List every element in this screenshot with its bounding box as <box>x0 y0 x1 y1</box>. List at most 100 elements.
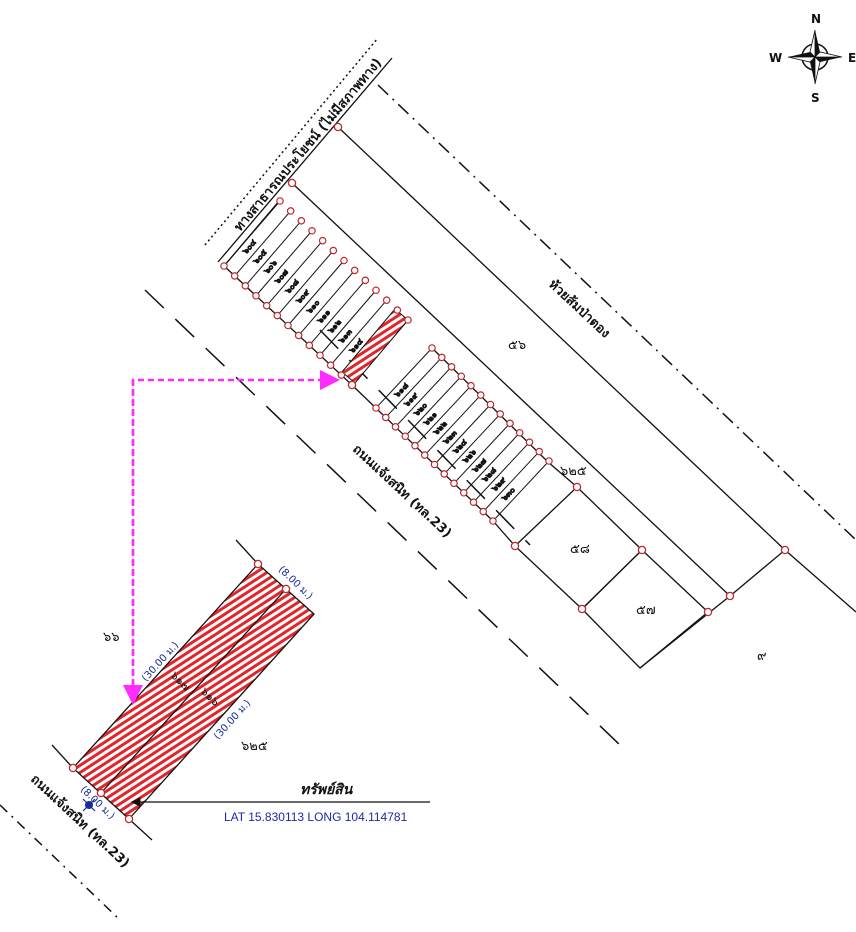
lower-divider <box>414 385 472 447</box>
boundary-marker <box>381 413 390 422</box>
upper-divider <box>330 299 388 366</box>
boundary-marker <box>437 353 446 362</box>
boundary-marker <box>294 331 303 340</box>
boundary-marker <box>318 236 327 245</box>
boundary-marker <box>253 559 263 569</box>
boundary-marker <box>281 584 291 594</box>
lower-divider <box>395 366 452 428</box>
lower-divider <box>385 357 443 418</box>
boundary-marker <box>393 306 402 314</box>
boundary-marker <box>476 391 485 399</box>
boundary-marker <box>420 451 429 459</box>
boundary-marker <box>252 291 260 300</box>
location-pin-icon[interactable] <box>82 798 96 812</box>
boundary-marker <box>430 460 439 469</box>
plots-upper-row: ๖๐๔๖๐๕๖๐๖๖๐๗๖๐๘๖๐๙๖๑๐๖๑๑๖๑๒๖๑๓๖๑๔๖๑๕ <box>223 200 409 386</box>
upper-plot-label: ๖๐๖ <box>262 258 279 275</box>
upper-divider <box>234 210 292 277</box>
legend-coordinates: LAT 15.830113 LONG 104.114781 <box>224 810 408 824</box>
boundary-marker <box>68 763 78 773</box>
upper-divider <box>223 200 281 267</box>
parcel-56-label: ๕๖ <box>508 338 526 353</box>
parcel-9-label: ๙ <box>757 649 767 664</box>
upper-divider <box>266 240 324 306</box>
boundary-marker <box>347 380 357 390</box>
boundary-marker <box>506 419 514 428</box>
upper-divider <box>308 280 366 346</box>
boundary-marker <box>479 507 488 516</box>
boundary-marker <box>510 541 520 551</box>
compass-w: W <box>769 51 782 65</box>
legend-title: ทรัพย์สิน <box>300 781 354 798</box>
boundary-marker <box>450 479 458 488</box>
lower-divider <box>492 460 550 522</box>
lower-divider <box>453 422 511 484</box>
boundary-marker <box>411 441 419 450</box>
location-pointer <box>123 370 340 705</box>
boundary-marker <box>316 351 324 360</box>
boundary-marker <box>350 266 359 275</box>
boundary-marker <box>230 272 239 280</box>
boundary-marker <box>124 814 134 824</box>
boundary-marker <box>703 607 713 617</box>
compass-n: N <box>811 12 821 26</box>
boundary-marker <box>305 341 314 350</box>
upper-plot-label: ๖๐๕ <box>251 248 268 266</box>
boundary-marker <box>308 226 316 235</box>
boundary-marker <box>337 371 346 379</box>
boundary-marker <box>572 482 582 492</box>
boundary-marker <box>284 321 292 330</box>
boundary-marker <box>220 262 228 270</box>
boundary-marker <box>329 246 338 255</box>
parcel-625-bottom-label: ๖๒๕ <box>241 739 268 754</box>
parcel-66-label: ๖๖ <box>103 630 120 645</box>
boundary-marker <box>401 432 410 441</box>
subject-property[interactable] <box>51 539 315 841</box>
lower-plot-label: ๖๓๐ <box>500 485 517 503</box>
boundary-marker <box>545 457 553 465</box>
upper-plot-label: ๖๐๙ <box>294 287 311 305</box>
upper-plot-label: ๖๐๔ <box>241 238 258 256</box>
public-lane-label: ทางสาธารณประโยชน์ (ไม่มีสภาพทาง) <box>230 54 385 234</box>
boundary-marker <box>404 316 412 324</box>
boundary-marker <box>440 470 449 478</box>
boundary-marker <box>361 276 370 285</box>
lower-divider <box>404 375 462 437</box>
boundary-marker <box>333 122 343 132</box>
lower-divider <box>443 413 501 475</box>
upper-divider <box>298 270 356 336</box>
upper-divider <box>255 230 313 297</box>
boundary-marker <box>780 545 790 555</box>
compass-s: S <box>811 91 820 105</box>
compass-rose-icon: N S E W <box>769 12 856 105</box>
lower-divider <box>424 394 482 456</box>
lower-divider <box>482 451 540 512</box>
boundary-marker <box>525 438 534 446</box>
boundary-marker <box>535 447 544 456</box>
upper-divider <box>244 220 302 287</box>
compass-e: E <box>848 51 856 65</box>
parcel-58-label: ๕๘ <box>570 542 590 557</box>
boundary-marker <box>287 178 297 188</box>
upper-divider <box>287 260 345 326</box>
boundary-marker <box>276 197 284 205</box>
boundary-marker <box>241 282 250 290</box>
lower-divider <box>434 404 491 465</box>
boundary-marker <box>457 372 466 381</box>
boundary-marker <box>391 423 400 431</box>
upper-plot-label: ๖๐๗ <box>273 268 290 286</box>
boundary-marker <box>486 400 495 409</box>
lower-divider <box>473 441 530 503</box>
boundary-marker <box>286 207 295 215</box>
boundary-marker <box>637 545 647 555</box>
boundary-marker <box>489 517 497 525</box>
upper-plot-label: ๖๑๓ <box>337 327 354 345</box>
boundary-marker <box>447 363 456 371</box>
boundary-marker <box>469 498 478 506</box>
boundary-marker <box>262 301 271 310</box>
parcel-57-label: ๕๗ <box>636 603 656 618</box>
boundary-marker <box>725 591 735 601</box>
boundary-marker <box>326 361 335 369</box>
boundary-marker <box>515 428 524 437</box>
